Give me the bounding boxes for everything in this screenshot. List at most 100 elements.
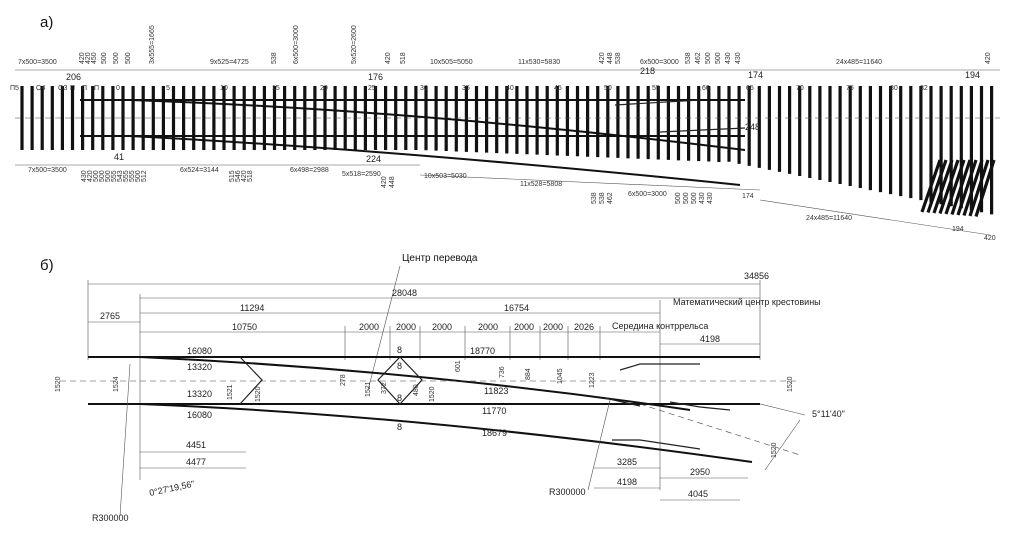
bottom-dim-label: 6x498=2988 [290,167,329,174]
curved-rail-inner-b [139,403,753,463]
top-dim-label: 448 [607,52,614,64]
vertical-dim-label: 601 [455,360,462,372]
bottom-small-dim: 538 [591,192,598,204]
dim-4045-text: 4045 [688,489,708,499]
station-label: П [82,85,87,92]
vertical-dim-label: 1520 [255,386,262,402]
bottom-dim-label: 6x524=3144 [180,167,219,174]
radius-left-leader [119,363,131,517]
sleepers-group [20,86,996,217]
sleeper-angled [932,159,954,214]
panel-b-label: б) [40,257,54,274]
top-dim-label: 420 [985,52,992,64]
angle-right-leader [759,403,806,416]
vertical-dim-label: 1520 [429,386,436,402]
dim-2000-5: 2000 [514,322,534,332]
mark-8-c: 8 [397,393,402,403]
dim-34856-text: 34856 [744,271,769,281]
center-leader [367,265,401,391]
dim-2000-3: 2000 [432,322,452,332]
station-label: П [94,85,99,92]
bottom-small-dim: 420 [87,170,94,182]
mark-8-d: 8 [397,422,402,432]
math-center-annotation: Математический центр крестовины [673,297,821,307]
diverging-axis-b [639,403,801,456]
bottom-small-dim: 500 [135,170,142,182]
station-label: 25 [368,85,376,92]
dim-1520-diverging [764,419,801,471]
diverging-rail-a [129,135,741,186]
top-dim-label: 5x520=2600 [351,25,358,64]
radius-left-text: R300000 [92,513,129,523]
vertical-dim-label: 884 [525,368,532,380]
inner-dim-224: 224 [366,154,381,164]
bottom-small-dim: 420 [381,176,388,188]
bottom-small-dim: 555 [111,170,118,182]
math-center-text: Математический центр крестовины [673,297,821,307]
bottom-small-dim: 500 [675,192,682,204]
top-dim-label: 538 [615,52,622,64]
bottom-small-dim: 538 [599,192,606,204]
bottom-small-dim: 500 [105,170,112,182]
station-label: 65 [746,85,754,92]
rail-11823: 11823 [484,386,508,396]
radius-right-leader [587,399,611,491]
station-label: 20 [320,85,328,92]
radius-right-text: R300000 [549,487,586,497]
top-dim-label: 500 [705,52,712,64]
station-label: 0 [116,85,120,92]
dim-2765-text: 2765 [100,311,120,321]
mid-dim-206: 206 [66,72,81,82]
bottom-dim-label: 6x500=3000 [628,191,667,198]
station-label: 10 [220,85,228,92]
top-dim-label: 420 [599,52,606,64]
dim-4477-text: 4477 [186,457,206,467]
bottom-dim-label: 174 [742,193,754,200]
rail-16080-bottom: 16080 [187,410,212,420]
rail-18770: 18770 [470,346,495,356]
bottom-dim-label: 11x528=5808 [520,181,562,188]
angle-right-text: 5°11'40" [812,409,845,419]
vertical-dim-label: 372 [381,382,388,394]
mid-dim-176: 176 [368,72,383,82]
station-label: 80 [890,85,898,92]
frog-b [604,397,641,407]
dim-3285-text: 3285 [617,457,637,467]
sleeper-angled [974,159,996,217]
mid-dim-194: 194 [965,70,980,80]
dim-2000-1: 2000 [359,322,379,332]
bottom-dim-label: 10x503=5030 [424,173,467,180]
vertical-dim-label: 736 [499,366,506,378]
bottom-small-dim: 462 [607,192,614,204]
station-label: П5 [10,85,19,92]
dim-line-bottom-mid [419,174,761,191]
vertical-dim-label: 278 [340,374,347,386]
top-dim-label: 538 [271,52,278,64]
dim-4198-top-text: 4198 [700,334,720,344]
dim-16754-text: 16754 [504,303,529,313]
station-label: 15 [272,85,280,92]
station-label: 35 [462,85,470,92]
dim-line-bottom-right [759,199,991,236]
bottom-small-dim: 512 [141,170,148,182]
dim-28048-text: 28048 [392,288,417,298]
top-dim-label: 3x555=1665 [149,25,156,64]
bottom-dim-label: 194 [952,226,964,233]
rail-11770: 11770 [482,406,506,416]
bottom-small-dim: 448 [389,176,396,188]
vertical-dim-label: 1524 [113,376,120,392]
sleeper-angled [944,159,966,215]
top-dim-label: 420 [79,52,86,64]
vertical-dim-label: 1521 [365,381,372,397]
vertical-dim-label: 1045 [557,368,564,384]
top-dim-label: 538 [685,52,692,64]
dim-2000-6: 2000 [543,322,563,332]
dim-2000-2: 2000 [396,322,416,332]
curved-rail-outer-b [139,356,691,411]
dim-10750-text: 10750 [232,322,257,332]
bottom-small-dim: 430 [707,192,714,204]
station-label: 45 [554,85,562,92]
